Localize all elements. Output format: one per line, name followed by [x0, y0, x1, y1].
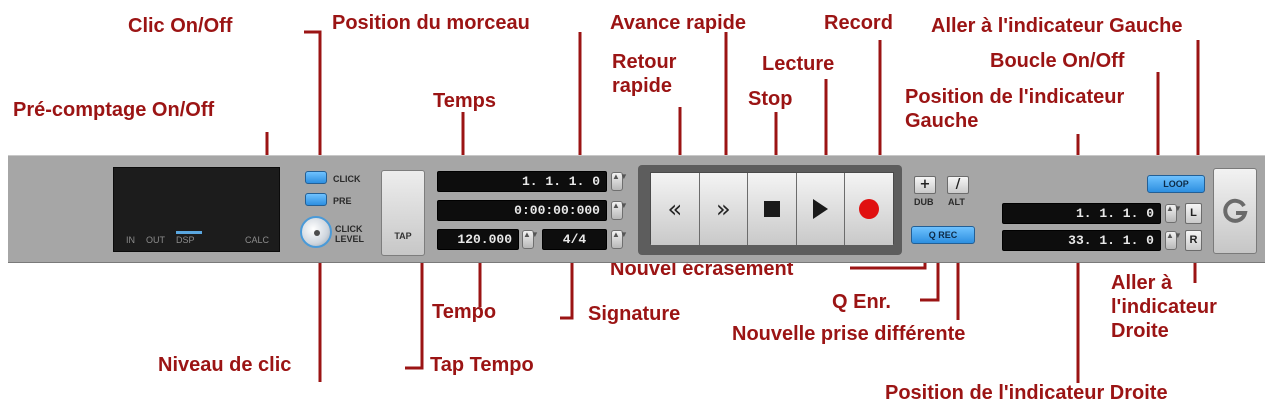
alt-label: ALT — [948, 197, 965, 207]
meter-dsp-label: DSP — [176, 235, 195, 245]
right-locator-spinner[interactable]: ▲▼ — [1165, 231, 1182, 250]
overdub-button[interactable]: + — [914, 176, 936, 194]
loop-button[interactable]: LOOP — [1147, 175, 1205, 193]
transport-controls: « » — [650, 172, 894, 245]
tap-label: TAP — [394, 231, 412, 241]
callout-record: Record — [824, 12, 893, 34]
callout-play: Lecture — [762, 53, 835, 75]
signature-field[interactable]: 4/4 — [542, 229, 607, 250]
record-button[interactable] — [845, 173, 893, 245]
click-level-label: CLICK LEVEL — [335, 224, 365, 244]
rewind-button[interactable]: « — [651, 173, 700, 245]
tempo-spinner[interactable]: ▲▼ — [522, 230, 539, 249]
left-locator-field[interactable]: 1. 1. 1. 0 — [1002, 203, 1161, 224]
song-position-field[interactable]: 1. 1. 1. 0 — [437, 171, 607, 192]
fast-forward-icon: » — [716, 195, 731, 223]
meter-in-label: IN — [126, 235, 135, 245]
callout-overdub: Nouvel écrasement — [610, 258, 794, 280]
callout-click-onoff: Clic On/Off — [128, 15, 233, 37]
callout-loop-onoff: Boucle On/Off — [990, 50, 1125, 72]
play-icon — [813, 199, 829, 219]
callout-go-right-locator: Aller à l'indicateur Droite — [1111, 272, 1217, 342]
pre-label: PRE — [333, 196, 352, 206]
play-button[interactable] — [796, 173, 846, 245]
knob-indicator — [314, 230, 320, 236]
stop-icon — [763, 201, 780, 217]
dsp-level-bar — [176, 231, 202, 234]
left-locator-spinner[interactable]: ▲▼ — [1165, 204, 1182, 223]
callout-left-locator-position: Position de l'indicateur Gauche — [905, 86, 1125, 132]
tap-tempo-button[interactable]: TAP — [381, 170, 425, 256]
callout-stop: Stop — [748, 88, 793, 110]
callout-precount-onoff: Pré-comptage On/Off — [13, 99, 215, 121]
q-rec-button[interactable]: Q REC — [911, 226, 975, 244]
stop-button[interactable] — [748, 173, 797, 245]
right-locator-field[interactable]: 33. 1. 1. 0 — [1002, 230, 1161, 251]
record-icon — [859, 199, 880, 219]
song-position-spinner[interactable]: ▲▼ — [611, 172, 628, 191]
new-alt-take-button[interactable]: / — [947, 176, 969, 194]
callout-tap-tempo: Tap Tempo — [430, 354, 534, 376]
performance-meter: IN OUT DSP CALC — [113, 167, 280, 252]
go-right-locator-button[interactable]: R — [1185, 230, 1202, 251]
callout-click-level: Niveau de clic — [158, 354, 292, 376]
dub-label: DUB — [914, 197, 934, 207]
meter-out-label: OUT — [146, 235, 165, 245]
callout-time: Temps — [433, 90, 496, 112]
callout-tempo: Tempo — [432, 301, 497, 323]
tempo-field[interactable]: 120.000 — [437, 229, 519, 250]
fast-forward-button[interactable]: » — [699, 173, 749, 245]
callout-signature: Signature — [588, 303, 681, 325]
callout-new-alt-take: Nouvelle prise différente — [732, 323, 966, 345]
click-toggle[interactable] — [305, 171, 327, 184]
callout-song-position: Position du morceau — [332, 12, 530, 34]
signature-spinner[interactable]: ▲▼ — [611, 230, 628, 249]
callout-q-rec: Q Enr. — [832, 291, 891, 313]
callout-go-left-locator: Aller à l'indicateur Gauche — [931, 15, 1183, 37]
time-spinner[interactable]: ▲▼ — [611, 201, 628, 220]
callout-right-locator-position: Position de l'indicateur Droite — [885, 382, 1168, 404]
callout-rewind: Retour rapide — [612, 51, 677, 97]
callout-fast-forward: Avance rapide — [610, 12, 746, 34]
click-level-knob[interactable] — [300, 216, 332, 248]
meter-calc-label: CALC — [244, 235, 269, 245]
go-left-locator-button[interactable]: L — [1185, 203, 1202, 224]
rewind-icon: « — [667, 195, 683, 223]
click-label: CLICK — [333, 174, 361, 184]
precount-toggle[interactable] — [305, 193, 327, 206]
time-field[interactable]: 0:00:00:000 — [437, 200, 607, 221]
g-logo-button[interactable] — [1213, 168, 1257, 254]
g-logo-icon — [1223, 198, 1248, 223]
